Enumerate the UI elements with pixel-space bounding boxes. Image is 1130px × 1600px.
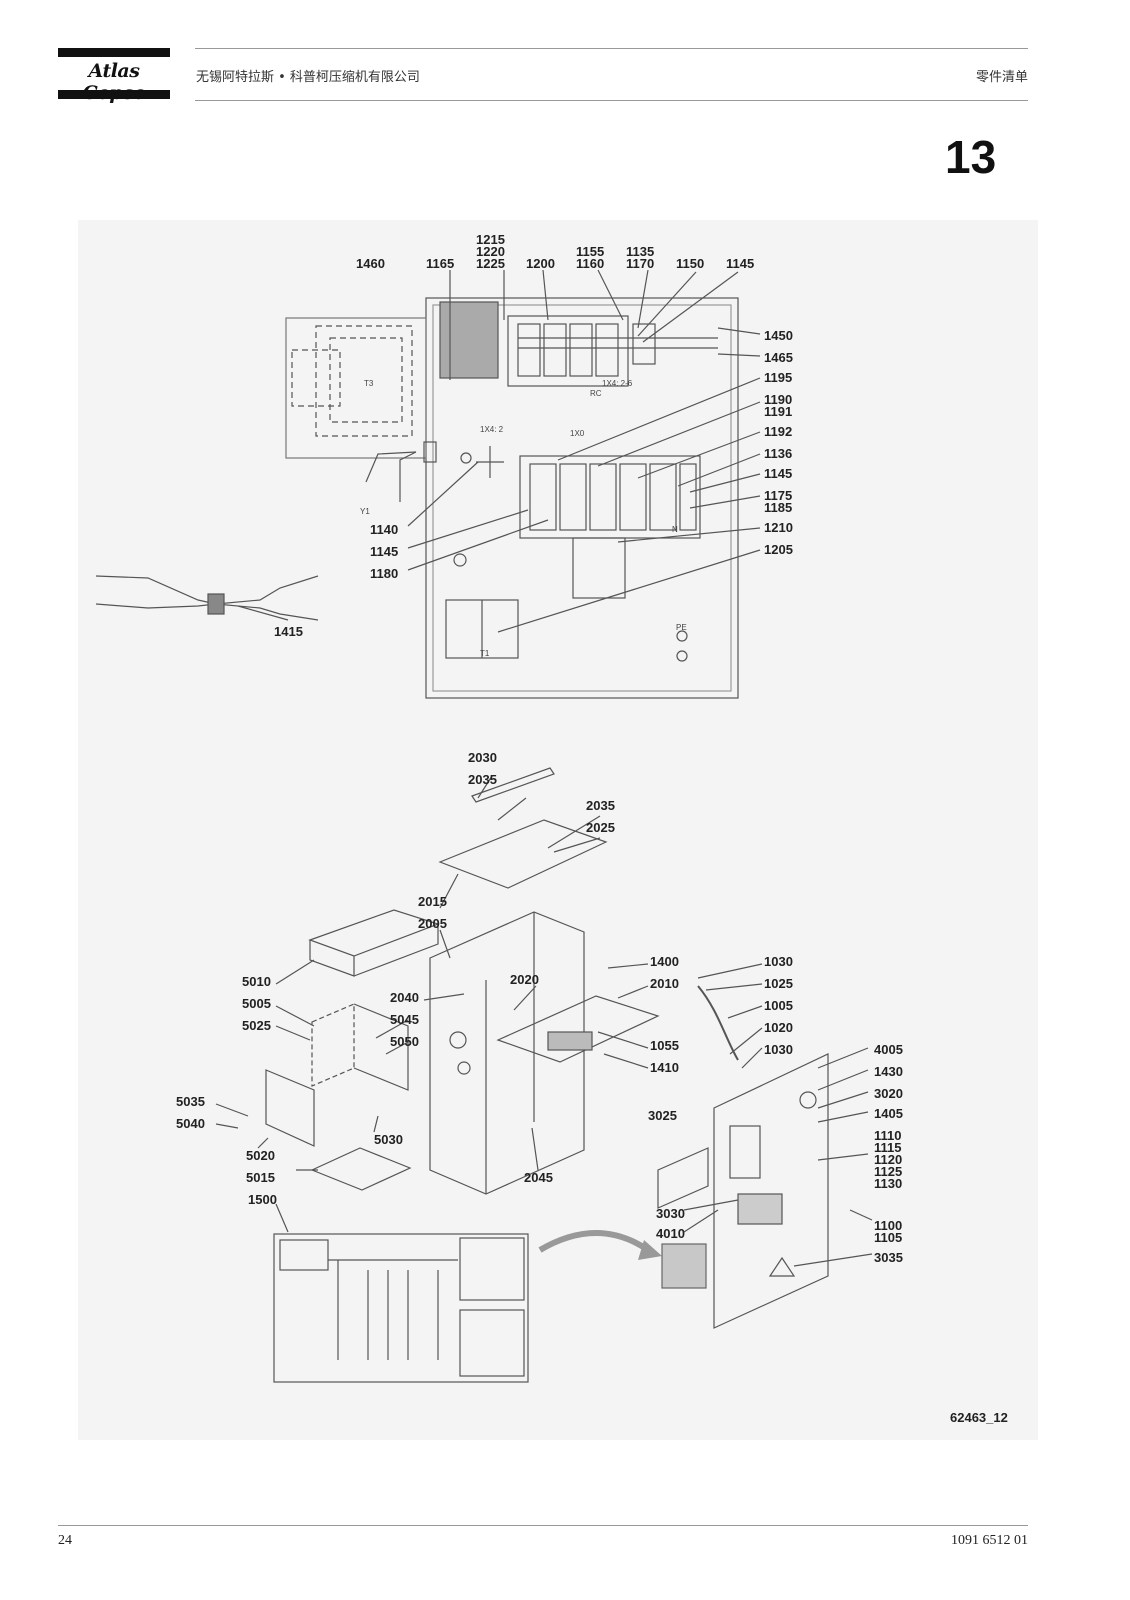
callout-label: 1005 (764, 998, 793, 1013)
callout-label: 3030 (656, 1206, 685, 1221)
callout-label: 2035 (468, 772, 497, 787)
logo-bar-top (58, 48, 170, 57)
callout-label: 4010 (656, 1226, 685, 1241)
callout-label: 1215 (476, 232, 505, 247)
panel-label: RC (590, 389, 602, 398)
header-rule-top (195, 48, 1028, 49)
callout-label: 1191 (764, 404, 792, 419)
callout-label: 2015 (418, 894, 447, 909)
callout-label: 1030 (764, 954, 793, 969)
callout-label: 1210 (764, 520, 793, 535)
document-type: 零件清单 (975, 70, 1028, 85)
callout-label: 5010 (242, 974, 271, 989)
atlas-copco-logo: Atlas Copco (58, 46, 170, 104)
callout-label: 1400 (650, 954, 679, 969)
callout-label: 1145 (764, 466, 792, 481)
callout-label: 2005 (418, 916, 447, 931)
company-name: 无锡阿特拉斯 • 科普柯压缩机有限公司 (196, 70, 420, 85)
callout-label: 1020 (764, 1020, 793, 1035)
callout-label: 5005 (242, 996, 271, 1011)
callout-label: 1180 (370, 566, 398, 581)
callout-label: 2025 (586, 820, 615, 835)
callout-label: 1405 (874, 1106, 903, 1121)
callout-label: 1460 (356, 256, 385, 271)
callout-label: 1135 (626, 244, 654, 259)
logo-bar-bottom (58, 90, 170, 99)
callout-label: 3020 (874, 1086, 903, 1101)
panel-label: 1X4: 2 (480, 425, 504, 434)
callout-label: 1165 (426, 256, 454, 271)
callout-label: 1055 (650, 1038, 679, 1053)
callout-label: 1155 (576, 244, 604, 259)
callout-label: 5050 (390, 1034, 419, 1049)
callout-label: 1450 (764, 328, 793, 343)
footer-rule (58, 1525, 1028, 1526)
callout-label: 1185 (764, 500, 792, 515)
callout-label: 1140 (370, 522, 398, 537)
callout-label: 1160 (576, 256, 604, 271)
callout-label: 1430 (874, 1064, 903, 1079)
callout-label: 1500 (248, 1192, 277, 1207)
callout-label: 1225 (476, 256, 505, 271)
callout-label: 2010 (650, 976, 679, 991)
panel-label: N (672, 525, 678, 534)
callout-label: 5040 (176, 1116, 205, 1131)
document-number: 1091 6512 01 (951, 1533, 1028, 1548)
callout-label: 1120 (874, 1152, 902, 1167)
callout-label: 2020 (510, 972, 539, 987)
callout-label: 1145 (726, 256, 754, 271)
callout-label: 1115 (874, 1140, 902, 1155)
header-rule-bottom (195, 100, 1028, 101)
callout-label: 1175 (764, 488, 792, 503)
callout-label: 1415 (274, 624, 303, 639)
callout-label: 3035 (874, 1250, 903, 1265)
cabinet-panel-outline (425, 297, 739, 699)
panel-label: T1 (480, 649, 490, 658)
callout-label: 1220 (476, 244, 505, 259)
page-header: Atlas Copco 无锡阿特拉斯 • 科普柯压缩机有限公司 零件清单 (58, 46, 1028, 104)
panel-label: T3 (364, 379, 374, 388)
callout-label: 5045 (390, 1012, 419, 1027)
callout-label: 2030 (468, 750, 497, 765)
page-number: 24 (58, 1533, 72, 1548)
callout-label: 5020 (246, 1148, 275, 1163)
callout-label: 2040 (390, 990, 419, 1005)
callout-label: 1125 (874, 1164, 902, 1179)
callout-label: 1145 (370, 544, 398, 559)
panel-label: 1X4: 2-6 (602, 379, 633, 388)
callout-label: 2045 (524, 1170, 553, 1185)
callout-label: 1100 (874, 1218, 902, 1233)
callout-label: 5035 (176, 1094, 205, 1109)
panel-label: Y1 (360, 507, 370, 516)
callout-label: 1195 (764, 370, 792, 385)
callout-label: 1465 (764, 350, 793, 365)
callout-label: 1030 (764, 1042, 793, 1057)
callout-label: 4005 (874, 1042, 903, 1057)
panel-label: 1X0 (570, 429, 585, 438)
callout-label: 1190 (764, 392, 792, 407)
callout-label: 1192 (764, 424, 792, 439)
section-number: 13 (945, 131, 997, 183)
drawing-reference: 62463_12 (950, 1410, 1008, 1425)
parts-drawing: 1215 1220 1225 1460 1165 1200 1155 1160 … (78, 220, 1038, 1440)
callout-label: 1110 (874, 1128, 902, 1143)
callout-label: 1200 (526, 256, 555, 271)
callout-label: 5030 (374, 1132, 403, 1147)
drawing-svg: 1215 1220 1225 1460 1165 1200 1155 1160 … (95, 232, 1008, 1425)
callout-label: 1205 (764, 542, 793, 557)
callout-label: 2035 (586, 798, 615, 813)
callout-label: 1136 (764, 446, 792, 461)
callout-label: 1410 (650, 1060, 679, 1075)
callout-label: 5015 (246, 1170, 275, 1185)
callout-label: 1025 (764, 976, 793, 991)
callout-label: 3025 (648, 1108, 677, 1123)
callout-label: 5025 (242, 1018, 271, 1033)
callout-label: 1170 (626, 256, 654, 271)
panel-label: PE (676, 623, 687, 632)
callout-label: 1150 (676, 256, 704, 271)
callout-label: 1105 (874, 1230, 902, 1245)
callout-label: 1130 (874, 1176, 902, 1191)
